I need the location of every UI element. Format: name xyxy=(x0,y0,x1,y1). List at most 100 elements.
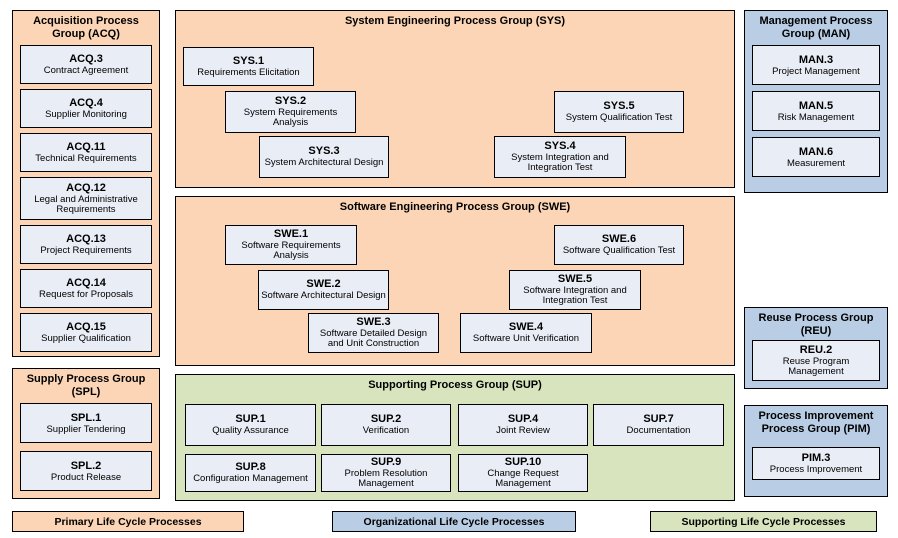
process-name: Risk Management xyxy=(777,111,855,123)
process-name: Supplier Qualification xyxy=(41,333,131,345)
process-name: Quality Assurance xyxy=(212,425,289,437)
process-box-man5: MAN.5 Risk Management xyxy=(752,91,880,132)
process-box-sys3: SYS.3 System Architectural Design xyxy=(259,136,389,178)
process-name: Configuration Management xyxy=(193,473,308,485)
group-acq-title: Acquisition Process Group (ACQ) xyxy=(33,15,139,41)
process-code: SYS.1 xyxy=(232,54,265,67)
group-spl-title: Supply Process Group (SPL) xyxy=(26,373,146,399)
process-name: Request for Proposals xyxy=(39,289,133,301)
process-code: SYS.3 xyxy=(308,145,340,158)
group-reu: Reuse Process Group (REU) REU.2 Reuse Pr… xyxy=(744,307,888,389)
process-box-swe5: SWE.5 Software Integration and Integrati… xyxy=(509,270,641,310)
process-code: SUP.7 xyxy=(643,413,674,426)
process-box-sys2: SYS.2 System Requirements Analysis xyxy=(225,91,356,133)
group-swe: Software Engineering Process Group (SWE)… xyxy=(175,196,735,366)
process-name: Software Integration and Integration Tes… xyxy=(523,284,627,307)
process-code: ACQ.13 xyxy=(66,233,106,246)
process-box-acq12: ACQ.12 Legal and Administrative Requirem… xyxy=(20,177,152,221)
process-box-sup4: SUP.4 Joint Review xyxy=(458,404,588,446)
legend-supporting: Supporting Life Cycle Processes xyxy=(650,511,877,532)
process-name: Project Management xyxy=(772,65,860,77)
process-box-swe3: SWE.3 Software Detailed Design and Unit … xyxy=(308,313,439,353)
process-box-sup8: SUP.8 Configuration Management xyxy=(185,454,316,492)
group-reu-title: Reuse Process Group (REU) xyxy=(758,312,874,338)
legend-organizational: Organizational Life Cycle Processes xyxy=(332,511,576,532)
legend-organizational-label: Organizational Life Cycle Processes xyxy=(363,515,545,528)
process-code: ACQ.3 xyxy=(69,53,103,66)
process-name: Software Unit Verification xyxy=(472,333,580,345)
process-name: Software Qualification Test xyxy=(562,245,676,257)
group-sys-title: System Engineering Process Group (SYS) xyxy=(344,15,566,27)
process-name: System Integration and Integration Test xyxy=(511,151,609,174)
process-code: SUP.4 xyxy=(507,413,539,426)
process-box-acq14: ACQ.14 Request for Proposals xyxy=(20,269,152,309)
process-code: SYS.5 xyxy=(603,100,635,113)
process-code: MAN.3 xyxy=(798,53,834,66)
process-box-acq4: ACQ.4 Supplier Monitoring xyxy=(20,89,152,129)
process-name: Documentation xyxy=(626,425,691,437)
process-name: Legal and Administrative Requirements xyxy=(34,193,138,216)
process-box-spl2: SPL.2 Product Release xyxy=(20,451,152,492)
process-name: Measurement xyxy=(786,157,846,169)
process-box-sys1: SYS.1 Requirements Elicitation xyxy=(183,47,314,86)
process-box-acq3: ACQ.3 Contract Agreement xyxy=(20,45,152,85)
process-code: ACQ.15 xyxy=(66,321,106,334)
group-man-title: Management Process Group (MAN) xyxy=(759,15,873,41)
process-code: ACQ.11 xyxy=(66,141,106,154)
process-name: System Architectural Design xyxy=(264,157,384,169)
process-code: SWE.4 xyxy=(508,321,544,334)
process-name: Change Request Management xyxy=(487,467,559,490)
process-box-sup9: SUP.9 Problem Resolution Management xyxy=(321,454,451,492)
process-code: SUP.1 xyxy=(235,413,266,426)
group-pim-title: Process Improvement Process Group (PIM) xyxy=(758,410,874,436)
process-name: Joint Review xyxy=(496,425,550,437)
process-name: Supplier Monitoring xyxy=(45,109,127,121)
process-code: SWE.6 xyxy=(601,233,637,246)
process-box-swe4: SWE.4 Software Unit Verification xyxy=(460,313,592,353)
process-code: SPL.1 xyxy=(70,411,102,424)
group-sup-title: Supporting Process Group (SUP) xyxy=(368,379,542,391)
process-code: SWE.1 xyxy=(273,227,309,240)
group-acq: Acquisition Process Group (ACQ) ACQ.3 Co… xyxy=(12,10,160,357)
process-box-sup1: SUP.1 Quality Assurance xyxy=(185,404,316,446)
process-name: Product Release xyxy=(50,471,122,483)
process-code: SPL.2 xyxy=(70,459,102,472)
process-box-sys4: SYS.4 System Integration and Integration… xyxy=(494,136,626,178)
process-code: SYS.4 xyxy=(544,139,576,152)
process-code: SWE.3 xyxy=(356,315,391,328)
process-box-man6: MAN.6 Measurement xyxy=(752,137,880,178)
process-box-sup2: SUP.2 Verification xyxy=(321,404,451,446)
legend-primary-label: Primary Life Cycle Processes xyxy=(54,515,202,528)
process-name: Verification xyxy=(362,425,410,437)
process-code: ACQ.12 xyxy=(66,181,106,194)
process-name: Contract Agreement xyxy=(43,65,129,77)
process-box-swe1: SWE.1 Software Requirements Analysis xyxy=(225,225,357,265)
legend-supporting-label: Supporting Life Cycle Processes xyxy=(681,515,846,528)
process-code: SWE.2 xyxy=(306,278,341,291)
process-name: Process Improvement xyxy=(769,464,863,476)
process-box-pim3: PIM.3 Process Improvement xyxy=(752,447,880,481)
legend-primary: Primary Life Cycle Processes xyxy=(12,511,244,532)
group-swe-title: Software Engineering Process Group (SWE) xyxy=(339,201,571,213)
process-box-reu2: REU.2 Reuse Program Management xyxy=(752,340,880,382)
process-code: MAN.5 xyxy=(798,99,834,112)
group-pim: Process Improvement Process Group (PIM) … xyxy=(744,405,888,497)
process-box-spl1: SPL.1 Supplier Tendering xyxy=(20,403,152,444)
process-code: SUP.8 xyxy=(235,461,266,474)
process-name: Software Requirements Analysis xyxy=(241,239,341,262)
process-box-man3: MAN.3 Project Management xyxy=(752,45,880,86)
process-box-sys5: SYS.5 System Qualification Test xyxy=(554,91,684,133)
process-code: SUP.2 xyxy=(370,413,402,426)
process-code: ACQ.4 xyxy=(69,97,103,110)
process-box-acq15: ACQ.15 Supplier Qualification xyxy=(20,313,152,353)
process-code: ACQ.14 xyxy=(66,277,106,290)
process-code: MAN.6 xyxy=(798,145,834,158)
group-sys: System Engineering Process Group (SYS) S… xyxy=(175,10,735,188)
process-name: Software Detailed Design and Unit Constr… xyxy=(319,327,428,350)
process-name: Reuse Program Management xyxy=(782,355,850,378)
group-spl: Supply Process Group (SPL) SPL.1 Supplie… xyxy=(12,368,160,499)
process-code: REU.2 xyxy=(799,343,833,356)
process-box-sup10: SUP.10 Change Request Management xyxy=(458,454,588,492)
process-box-swe2: SWE.2 Software Architectural Design xyxy=(258,270,389,310)
